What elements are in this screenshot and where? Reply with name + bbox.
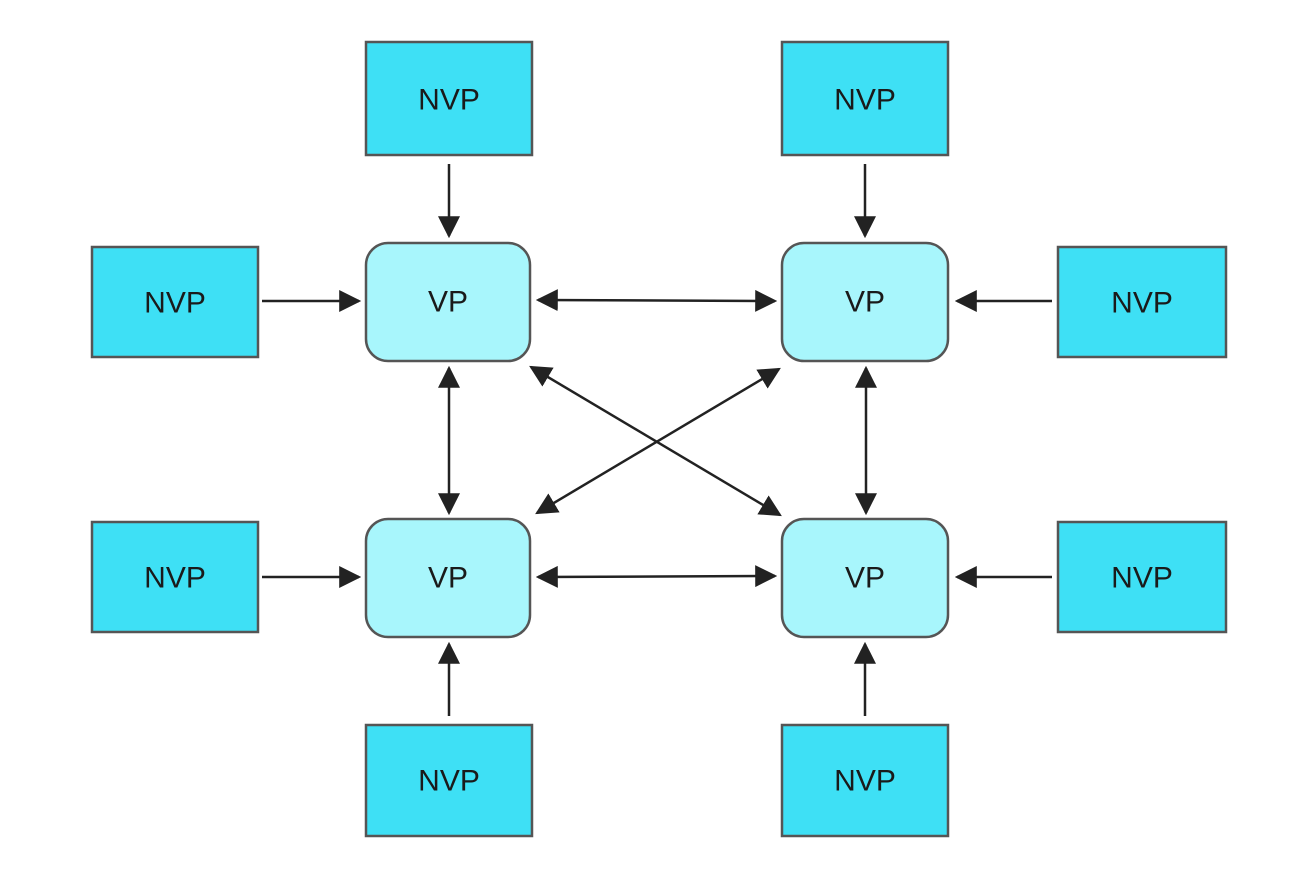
nvp-left-upper-label: NVP [144, 287, 206, 320]
nvp-top-left-label: NVP [418, 84, 480, 117]
nvp-bottom-left-node: NVP [364, 723, 534, 838]
nvp-top-left-node: NVP [364, 40, 534, 157]
nvp-left-lower-label: NVP [144, 562, 206, 595]
nvp-right-lower-label: NVP [1111, 562, 1173, 595]
edge-vp-bottom-left-to-vp-bottom-right [535, 565, 778, 588]
nvp-bottom-left-label: NVP [418, 765, 480, 798]
nvp-right-upper-node: NVP [1056, 245, 1228, 359]
vp-bottom-left-label: VP [428, 562, 468, 595]
vp-bottom-right-label: VP [845, 562, 885, 595]
edges-layer [262, 164, 1052, 716]
edge-vp-top-right-to-vp-bottom-left [535, 367, 781, 515]
nvp-bottom-right-node: NVP [780, 723, 950, 838]
nvp-right-upper-label: NVP [1111, 287, 1173, 320]
vp-top-right-node: VP [780, 241, 950, 363]
nvp-left-upper-node: NVP [90, 245, 260, 359]
nvp-right-lower-node: NVP [1056, 520, 1228, 634]
nvp-top-right-node: NVP [780, 40, 950, 157]
vp-top-right-label: VP [845, 286, 885, 319]
vp-bottom-left-node: VP [364, 517, 532, 639]
nvp-left-lower-node: NVP [90, 520, 260, 634]
vp-top-left-node: VP [364, 241, 532, 363]
nvp-top-right-label: NVP [834, 84, 896, 117]
edge-vp-top-left-to-vp-top-right [535, 289, 778, 312]
vp-bottom-right-node: VP [780, 517, 950, 639]
nvp-bottom-right-label: NVP [834, 765, 896, 798]
vp-top-left-label: VP [428, 286, 468, 319]
